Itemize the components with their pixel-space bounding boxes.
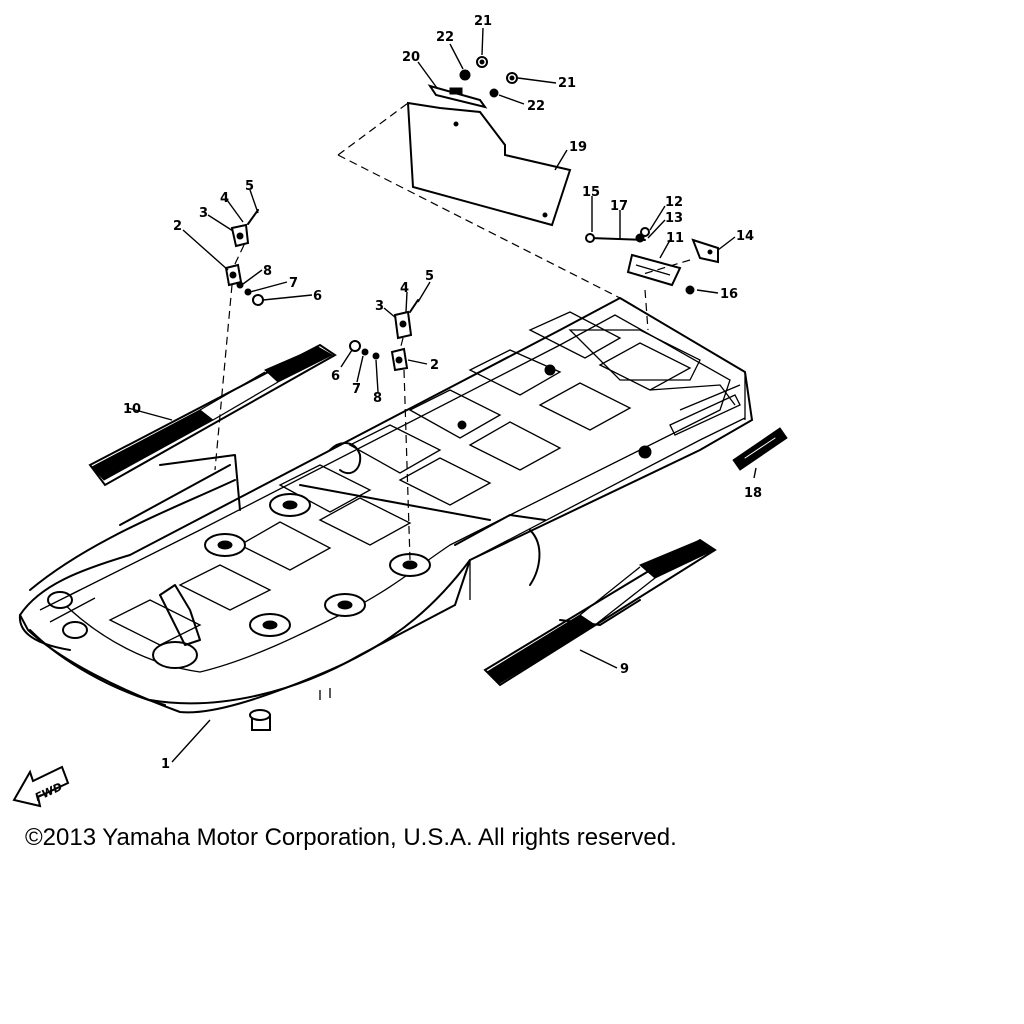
callout-5: 5 [245, 179, 254, 194]
callout-6: 6 [331, 369, 340, 384]
callout-9: 9 [620, 662, 629, 677]
callout-17: 17 [610, 199, 628, 214]
callout-18: 18 [744, 486, 762, 501]
bracket-part [427, 56, 518, 109]
plate-part [406, 101, 572, 227]
frame-part [18, 296, 754, 731]
leader-lines [127, 27, 757, 763]
center-bracket-assembly [349, 299, 419, 372]
callout-7: 7 [352, 382, 361, 397]
callout-11: 11 [666, 231, 684, 246]
callout-21: 21 [558, 76, 576, 91]
callout-3: 3 [199, 206, 208, 221]
emblem-part [732, 427, 788, 471]
callout-labels: 1 2 2 3 3 4 4 5 5 6 6 7 7 8 8 9 10 11 12… [123, 14, 762, 772]
callout-22: 22 [527, 99, 545, 114]
left-bracket-assembly [224, 209, 264, 306]
callout-2: 2 [430, 358, 439, 373]
foot-rest-right [483, 538, 717, 687]
callout-4: 4 [220, 191, 229, 206]
copyright-notice: ©2013 Yamaha Motor Corporation, U.S.A. A… [25, 824, 677, 851]
callout-2: 2 [173, 219, 182, 234]
assembly-lines [214, 102, 691, 561]
callout-4: 4 [400, 281, 409, 296]
callout-6: 6 [313, 289, 322, 304]
callout-5: 5 [425, 269, 434, 284]
callout-8: 8 [373, 391, 382, 406]
callout-12: 12 [665, 195, 683, 210]
callout-19: 19 [569, 140, 587, 155]
callout-22: 22 [436, 30, 454, 45]
callout-16: 16 [720, 287, 738, 302]
callout-8: 8 [263, 264, 272, 279]
callout-14: 14 [736, 229, 754, 244]
callout-10: 10 [123, 402, 141, 417]
callout-21: 21 [474, 14, 492, 29]
callout-20: 20 [402, 50, 420, 65]
callout-3: 3 [375, 299, 384, 314]
forward-arrow-icon: FWD [12, 765, 70, 808]
callout-7: 7 [289, 276, 298, 291]
callout-13: 13 [665, 211, 683, 226]
callout-1: 1 [161, 757, 170, 772]
foot-rest-left [88, 343, 337, 526]
callout-15: 15 [582, 185, 600, 200]
latch-assembly [585, 227, 719, 295]
